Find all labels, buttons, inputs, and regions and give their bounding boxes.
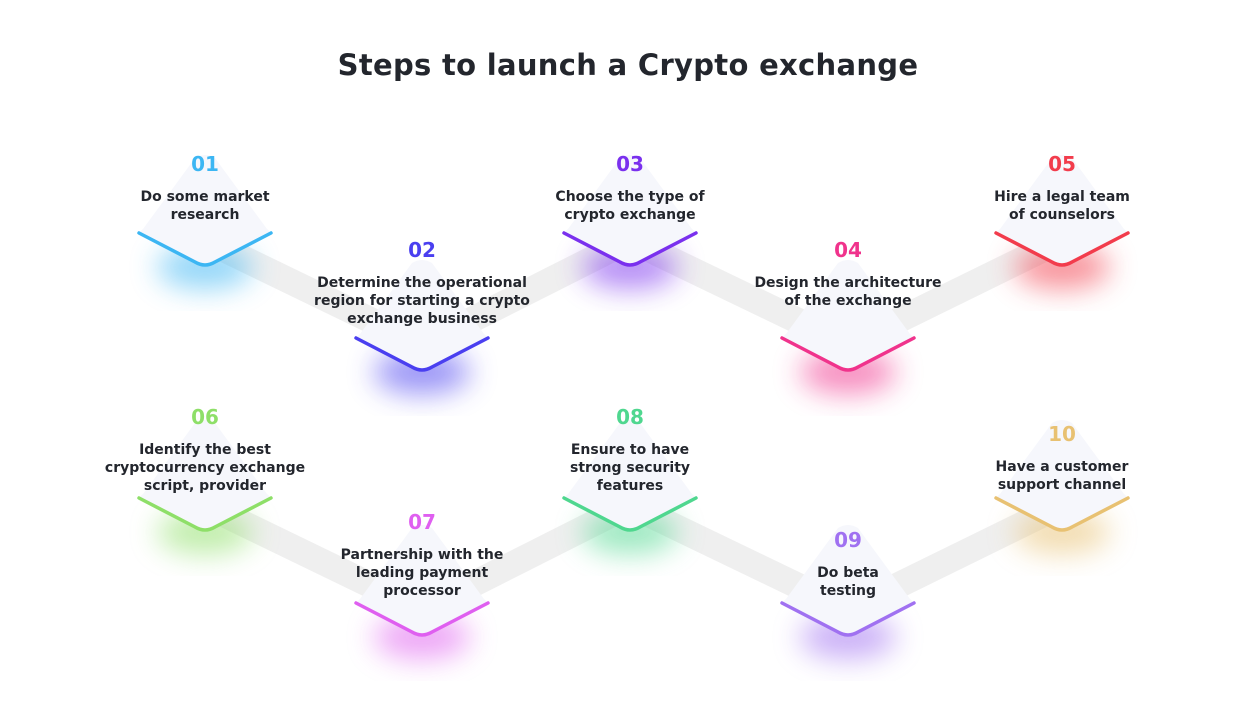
step-label-line: Identify the best xyxy=(139,442,271,458)
step-label-line: features xyxy=(596,478,664,494)
step-number: 07 xyxy=(408,510,436,534)
diamond-edge xyxy=(137,496,273,532)
step-label-line: strong security xyxy=(569,460,691,476)
step-number: 08 xyxy=(616,405,644,429)
step-label-line: Have a customer xyxy=(995,459,1129,475)
step-label: Partnership with the leading payment proce… xyxy=(302,546,542,600)
step-label-line: testing xyxy=(820,583,876,599)
diamond-body xyxy=(565,155,695,265)
step-label-line: Ensure to have xyxy=(570,442,690,458)
diamond-edge xyxy=(562,496,698,532)
page-title: Steps to launch a Crypto exchange xyxy=(337,48,919,82)
step-label-line: Determine the operational xyxy=(317,275,527,291)
step-label: Do beta testing xyxy=(728,564,968,600)
diamond-edge xyxy=(780,601,916,637)
step-label-line: Do some market xyxy=(140,189,270,205)
diamond-edge xyxy=(994,496,1130,532)
step-diamond-05 xyxy=(994,155,1130,289)
step-label: Determine the operational region for star… xyxy=(302,274,542,328)
step-label: Do some market research xyxy=(85,188,325,224)
step-label: Hire a legal team of counselors xyxy=(942,188,1182,224)
diamond-edge xyxy=(137,231,273,267)
step-label-line: Do beta xyxy=(817,565,879,581)
step-label-line: research xyxy=(170,207,240,223)
step-label-line: of the exchange xyxy=(784,293,912,309)
step-number: 03 xyxy=(616,152,644,176)
step-label-line: Choose the type of xyxy=(555,189,705,205)
step-label: Choose the type of crypto exchange xyxy=(510,188,750,224)
diamond-body xyxy=(357,525,487,635)
step-label-line: crypto exchange xyxy=(564,207,696,223)
diamond-body xyxy=(565,420,695,530)
step-diamond-01 xyxy=(137,155,273,289)
diamond-edge xyxy=(354,601,490,637)
step-label: Ensure to have strong security features xyxy=(510,441,750,495)
step-label-line: leading payment xyxy=(355,565,489,581)
step-diamond-07 xyxy=(354,525,490,659)
step-label-line: region for starting a crypto xyxy=(314,293,530,309)
step-number: 06 xyxy=(191,405,219,429)
step-diamond-02 xyxy=(354,260,490,394)
diamond-body xyxy=(997,155,1127,265)
diamond-body xyxy=(140,420,270,530)
diamond-body xyxy=(997,420,1127,530)
diamond-body xyxy=(357,260,487,370)
step-label-line: support channel xyxy=(997,477,1127,493)
step-diamond-10 xyxy=(994,420,1130,554)
diamond-edge xyxy=(562,231,698,267)
step-diamond-03 xyxy=(562,155,698,289)
step-label: Have a customer support channel xyxy=(942,458,1182,494)
step-diamond-04 xyxy=(780,260,916,394)
diamond-edge xyxy=(354,336,490,372)
step-diamond-06 xyxy=(137,420,273,554)
diamond-body xyxy=(783,260,913,370)
step-label-line: Hire a legal team xyxy=(994,189,1130,205)
step-label-line: cryptocurrency exchange xyxy=(104,460,306,476)
step-label-line: Design the architecture xyxy=(754,275,942,291)
diamond-body xyxy=(783,525,913,635)
step-number: 04 xyxy=(834,238,862,262)
step-label-line: of counselors xyxy=(1009,207,1115,223)
step-number: 09 xyxy=(834,528,862,552)
step-label-line: processor xyxy=(383,583,461,599)
step-label-line: script, provider xyxy=(143,478,267,494)
step-number: 10 xyxy=(1048,422,1076,446)
diamond-edge xyxy=(994,231,1130,267)
step-number: 02 xyxy=(408,238,436,262)
step-label: Design the architecture of the exchange xyxy=(728,274,968,310)
diamond-edge xyxy=(780,336,916,372)
step-diamond-09 xyxy=(780,525,916,659)
step-label: Identify the best cryptocurrency exchange… xyxy=(85,441,325,495)
step-label-line: Partnership with the xyxy=(340,547,504,563)
diamond-body xyxy=(140,155,270,265)
step-label-line: exchange business xyxy=(347,311,497,327)
step-diamond-08 xyxy=(562,420,698,554)
step-number: 05 xyxy=(1048,152,1076,176)
step-number: 01 xyxy=(191,152,219,176)
